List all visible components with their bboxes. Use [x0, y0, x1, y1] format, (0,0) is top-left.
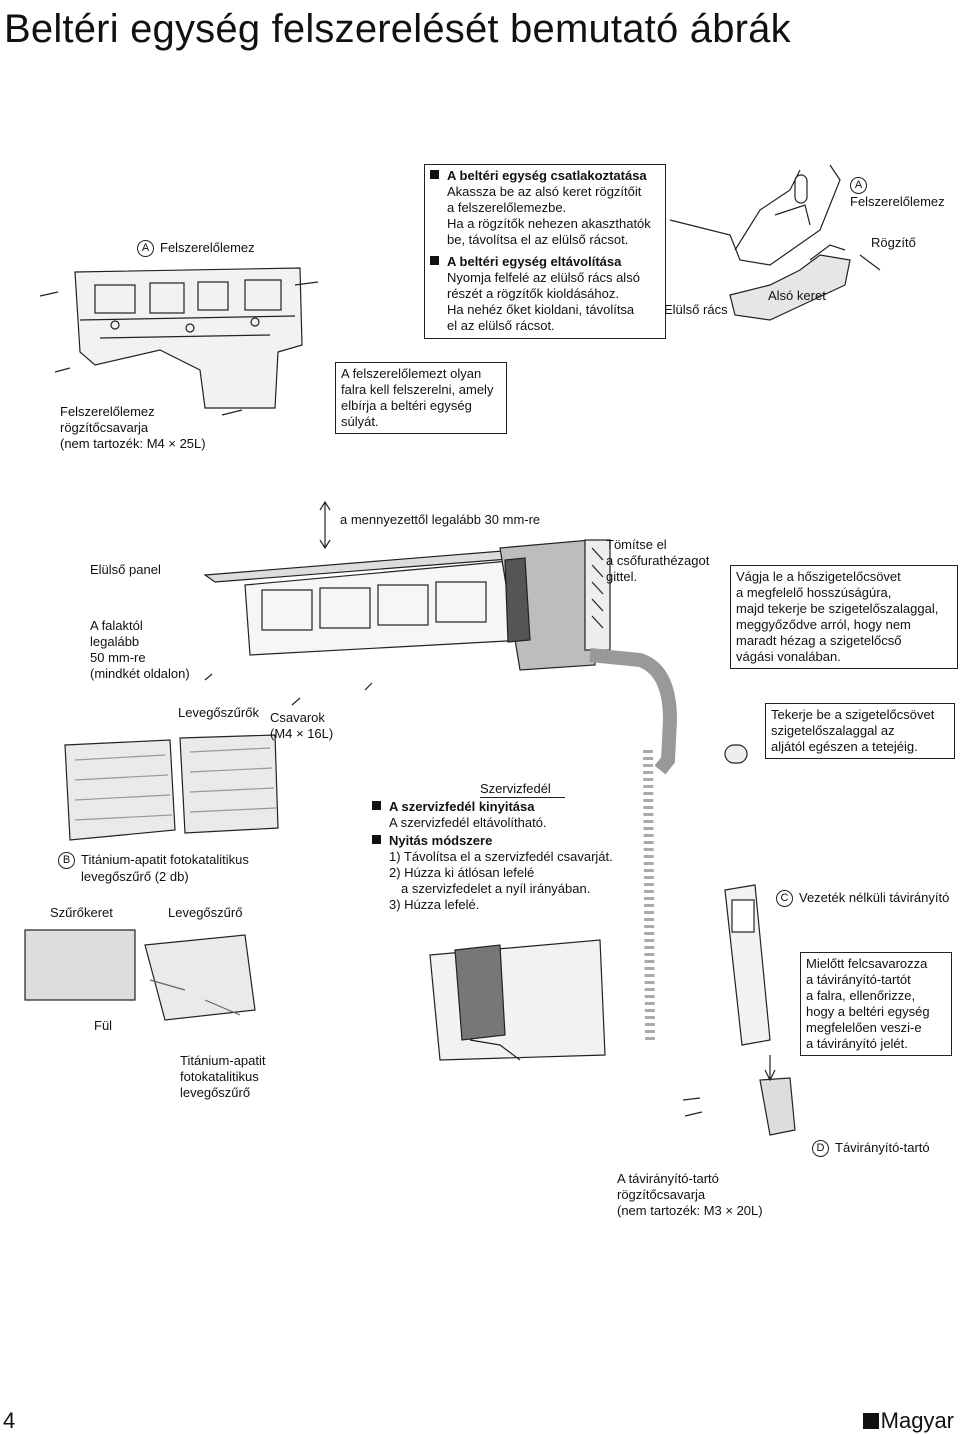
seal-label: Tömítse el a csőfurathézagot gittel. — [606, 537, 710, 584]
page-number: 4 — [3, 1408, 16, 1433]
unit-screws-label: Csavarok (M4 × 16L) — [270, 710, 334, 741]
air-filter-drawing — [24, 734, 279, 1021]
wrap-insulation-box: Tekerje be a szigetelőcsövet szigetelősz… — [765, 703, 955, 759]
language-label: Magyar — [862, 1408, 954, 1434]
cut-insulation-box: Vágja le a hőszigetelőcsövet a megfelelő… — [730, 565, 958, 669]
letter-a-badge: A — [137, 240, 154, 258]
remote-drawing — [682, 884, 796, 1136]
remote-note-box: Mielőtt felcsavarozza a távirányító-tart… — [800, 952, 952, 1056]
remote-holder-screws-label: A távirányító-tartó rögzítőcsavarja (nem… — [617, 1171, 763, 1218]
wall-gap-label: A falaktól legalább 50 mm-re (mindkét ol… — [90, 618, 190, 681]
air-filter-label: Levegőszűrő — [168, 905, 243, 920]
connect-box: A beltéri egység csatlakoztatása Akassza… — [424, 164, 666, 339]
detail-plate-label: AFelszerelőlemez — [850, 177, 945, 210]
detail-hook-label: Rögzítő — [871, 235, 916, 250]
service-cover-drawing — [429, 939, 606, 1061]
hook-detail-drawing — [669, 164, 881, 321]
filters-label: Levegőszűrők — [178, 705, 259, 720]
service-cover-text: A szervizfedél kinyitása A szervizfedél … — [372, 799, 622, 913]
mounting-plate-drawing — [39, 267, 319, 416]
titan-filter-label: Titánium-apatit fotokatalitikus levegősz… — [180, 1053, 266, 1100]
front-panel-label: Elülső panel — [90, 562, 161, 577]
plate-screws-label: Felszerelőlemez rögzítőcsavarja (nem tar… — [60, 404, 206, 451]
plate-note-box: A felszerelőlemezt olyan falra kell fels… — [335, 362, 507, 434]
tab-label: Fül — [94, 1018, 113, 1033]
detail-lower-frame-label: Alsó keret — [768, 288, 826, 303]
service-cover-title: Szervizfedél — [480, 781, 565, 798]
ceiling-label: a mennyezettől legalább 30 mm-re — [340, 512, 541, 527]
page-title: Beltéri egység felszerelését bemutató áb… — [4, 7, 791, 51]
detail-front-grille-label: Elülső rács — [664, 302, 728, 317]
filter-frame-label: Szűrőkeret — [50, 905, 113, 920]
indoor-unit-drawing — [203, 500, 748, 1041]
